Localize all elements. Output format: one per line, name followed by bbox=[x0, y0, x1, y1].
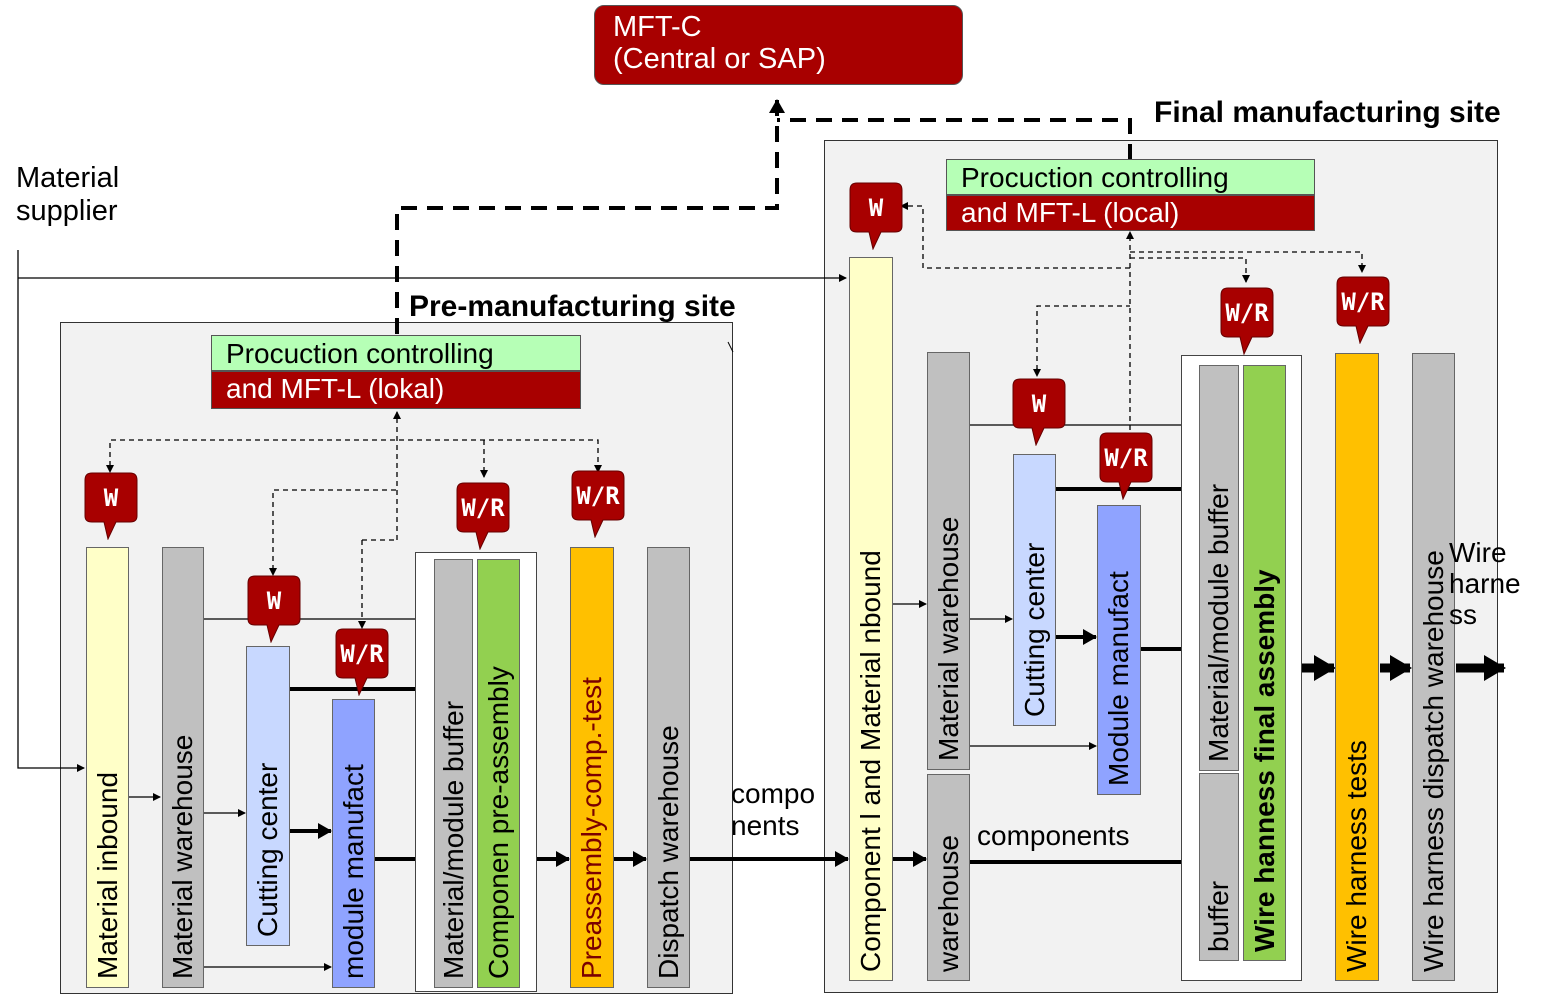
final-buffer-label: buffer bbox=[1203, 880, 1234, 952]
final-wire-harness-tests: Wire harness tests bbox=[1335, 353, 1379, 981]
final-control-box-bottom: and MFT-L (local) bbox=[946, 195, 1315, 231]
pre-material-warehouse: Material warehouse bbox=[162, 547, 204, 988]
final-output-label: Wire harne ss bbox=[1449, 537, 1521, 630]
pre-control-box-bottom: and MFT-L (lokal) bbox=[211, 371, 581, 409]
mft-central-box: MFT-C (Central or SAP) bbox=[594, 5, 963, 85]
final-cutting-w-marker-text: W bbox=[1031, 390, 1047, 418]
pre-components-label: compo nents bbox=[731, 778, 816, 842]
pre-inbound-w-marker-text: W bbox=[103, 484, 119, 512]
final-wire-harness-assembly: Wire hanness final assembly bbox=[1243, 365, 1286, 961]
final-cutting-center-label: Cutting center bbox=[1018, 542, 1050, 717]
pre-cutting-w-marker-text: W bbox=[266, 587, 282, 615]
final-components-label: components bbox=[977, 820, 1130, 851]
pre-control-box-top: Procuction controlling bbox=[211, 335, 581, 371]
pre-cutting-w-marker: W bbox=[247, 575, 301, 644]
final-material-warehouse: Material warehouse bbox=[927, 352, 970, 770]
pre-module-wr-marker-text: W/R bbox=[340, 640, 384, 668]
final-wire-harness-tests-label: Wire harness tests bbox=[1341, 740, 1372, 972]
final-module-wr-marker-text: W/R bbox=[1104, 444, 1148, 472]
pre-material-module-buffer: Material/module buffer bbox=[434, 559, 473, 988]
final-material-warehouse-label: Material warehouse bbox=[932, 516, 964, 761]
final-warehouse: warehouse bbox=[927, 774, 970, 981]
final-tests-wr-marker-text: W/R bbox=[1341, 288, 1385, 316]
final-site-title: Final manufacturing site bbox=[1154, 96, 1501, 129]
final-material-module-buffer-label: Material/module buffer bbox=[1203, 483, 1234, 762]
pre-cutting-center-label: Cutting center bbox=[252, 762, 283, 937]
final-buffer: buffer bbox=[1199, 773, 1239, 961]
pre-module-manufact-label: module manufact bbox=[337, 764, 369, 979]
pre-dispatch-warehouse-label: Dispatch warehouse bbox=[652, 725, 684, 979]
pre-module-wr-marker: W/R bbox=[335, 628, 389, 697]
pre-material-inbound-label: Material inbound bbox=[91, 771, 123, 979]
mft-central-line1: MFT-C bbox=[613, 11, 702, 43]
pre-preassembly-test: Preassembly-comp.-test bbox=[570, 547, 614, 988]
final-assembly-wr-marker-text: W/R bbox=[1225, 299, 1269, 327]
pre-buffer-wr-marker: W/R bbox=[456, 482, 510, 551]
final-dispatch-warehouse-label: Wire harness dispatch warehouse bbox=[1417, 550, 1449, 972]
pre-inbound-w-marker: W bbox=[84, 472, 138, 541]
pre-preassembly-test-label: Preassembly-comp.-test bbox=[576, 677, 607, 979]
final-inbound-label: Component l and Material nbound bbox=[855, 550, 886, 972]
mft-central-line2: (Central or SAP) bbox=[613, 42, 826, 75]
pre-site-title: Pre-manufacturing site bbox=[409, 290, 736, 323]
final-dispatch-warehouse: Wire harness dispatch warehouse bbox=[1412, 353, 1455, 981]
final-wire-harness-assembly-label: Wire hanness final assembly bbox=[1248, 569, 1280, 952]
pre-test-wr-marker-text: W/R bbox=[576, 482, 620, 510]
final-control-box-top: Procuction controlling bbox=[946, 159, 1315, 195]
pre-material-warehouse-label: Material warehouse bbox=[167, 734, 198, 979]
pre-test-wr-marker: W/R bbox=[571, 470, 625, 539]
final-material-module-buffer: Material/module buffer bbox=[1199, 365, 1239, 771]
final-assembly-wr-marker: W/R bbox=[1220, 287, 1274, 356]
pre-module-manufact: module manufact bbox=[332, 699, 375, 988]
pre-component-pre-assembly: Componen pre-assembly bbox=[477, 559, 520, 988]
pre-dispatch-warehouse: Dispatch warehouse bbox=[647, 547, 690, 988]
final-warehouse-label: warehouse bbox=[932, 835, 964, 972]
final-module-wr-marker: W/R bbox=[1099, 432, 1153, 501]
final-inbound-w-marker-text: W bbox=[868, 194, 884, 222]
pre-cutting-center: Cutting center bbox=[246, 646, 290, 946]
pre-component-pre-assembly-label: Componen pre-assembly bbox=[482, 666, 514, 979]
final-module-manufact: Module manufact bbox=[1097, 505, 1141, 795]
pre-material-module-buffer-label: Material/module buffer bbox=[437, 700, 469, 979]
final-module-manufact-label: Module manufact bbox=[1103, 571, 1134, 786]
final-cutting-w-marker: W bbox=[1012, 378, 1066, 447]
final-cutting-center: Cutting center bbox=[1013, 454, 1056, 726]
pre-buffer-wr-marker-text: W/R bbox=[461, 494, 505, 522]
final-tests-wr-marker: W/R bbox=[1336, 276, 1390, 345]
final-component-material-inbound: Component l and Material nbound bbox=[849, 257, 893, 981]
pre-material-inbound: Material inbound bbox=[86, 547, 129, 988]
material-supplier-label: Material supplier bbox=[16, 162, 120, 228]
final-inbound-w-marker: W bbox=[849, 182, 903, 251]
